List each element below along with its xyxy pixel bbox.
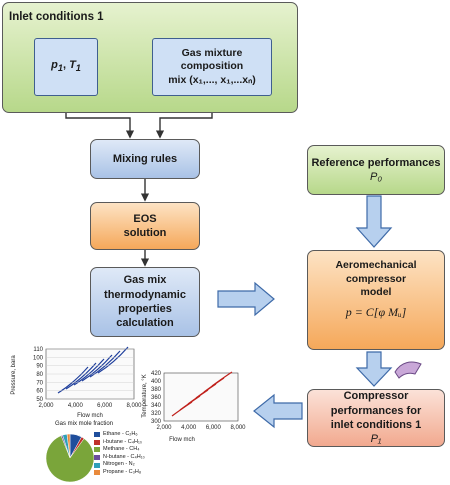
- temperature-ytick: 400: [151, 379, 162, 385]
- t-subscript: 1: [75, 63, 81, 74]
- eos-line-1: EOS: [133, 212, 157, 225]
- pressure-curve: [57, 366, 89, 394]
- pie-slice: [66, 433, 71, 459]
- legend-swatch: [94, 470, 100, 476]
- aero-line-2: model: [360, 286, 392, 299]
- legend-swatch: [94, 455, 100, 461]
- ref-sub: P₀: [370, 171, 382, 183]
- temperature-ylabel: Temperature, °K: [142, 374, 148, 417]
- pressure-ytick: 90: [36, 364, 43, 370]
- eos-line-2: solution: [123, 227, 167, 239]
- temperature-ytick: 320: [151, 411, 162, 417]
- gas-line-1: Gas mixture: [181, 47, 243, 60]
- block-arrow-comp-to-charts: [253, 393, 303, 429]
- pie-legend-item: N-butane - C₄H₁₀: [94, 454, 145, 462]
- temperature-xlabel: Flow mch: [169, 437, 195, 443]
- pie-legend-item: Propane - C₃H₈: [94, 469, 145, 477]
- temperature-ytick: 360: [151, 395, 162, 401]
- p-label: p: [51, 59, 58, 72]
- compressor-performances-box: Compressor performances for inlet condit…: [307, 389, 445, 447]
- pressure-ytick: 50: [36, 397, 43, 403]
- gas-mixture-box: Gas mixture composition mix (x₁,..., x₁,…: [152, 38, 272, 96]
- pressure-ytick: 80: [36, 372, 43, 378]
- pressure-curve: [73, 358, 105, 386]
- pressure-ylabel: Pressure, bara: [11, 355, 17, 395]
- temperature-ytick: 300: [151, 419, 162, 425]
- t-label: T: [69, 59, 76, 72]
- legend-label: Ethane - C₂H₆: [103, 431, 138, 437]
- eos-solution-box: EOS solution: [90, 202, 200, 250]
- aero-formula: p = C[φ Mᵤ]: [345, 304, 407, 319]
- inlet-conditions-title: Inlet conditions 1: [9, 11, 104, 23]
- props-line-2: thermodynamic: [104, 288, 186, 301]
- reference-performances-box: Reference performances P₀: [307, 145, 445, 195]
- ref-title: Reference performances: [311, 156, 441, 169]
- pressure-ytick: 110: [33, 347, 43, 353]
- pressure-xtick: 6,000: [97, 403, 113, 409]
- legend-swatch: [94, 447, 100, 453]
- legend-swatch: [94, 462, 100, 468]
- comp-line-1: Compressor performances for: [330, 390, 422, 417]
- gas-line-3: mix (x₁,..., x₁,...xₙ): [168, 73, 256, 86]
- temperature-xtick: 2,000: [156, 425, 172, 431]
- pressure-ytick: 100: [33, 355, 44, 361]
- gas-properties-box: Gas mix thermodynamic properties calcula…: [90, 267, 200, 337]
- pressure-xtick: 2,000: [38, 403, 54, 409]
- legend-label: Methane - CH₄: [103, 446, 140, 453]
- pressure-xtick: 8,000: [126, 403, 142, 409]
- pressure-curve: [81, 354, 113, 382]
- pie-legend-item: Methane - CH₄: [94, 446, 145, 454]
- mixing-rules-label: Mixing rules: [112, 152, 178, 165]
- block-arrow-props-to-aero: [217, 281, 275, 317]
- aero-line-1: Aeromechanical compressor: [335, 259, 417, 285]
- comp-line-2: inlet conditions 1: [330, 419, 422, 431]
- temperature-ytick: 340: [151, 403, 162, 409]
- p-subscript: 1: [57, 63, 63, 74]
- pie-legend-item: Ethane - C₂H₆: [94, 431, 145, 439]
- mixing-rules-box: Mixing rules: [90, 139, 200, 179]
- pie-legend-item: Nitrogen - N₂: [94, 461, 145, 469]
- impeller-icon: [394, 361, 422, 379]
- pie-slice: [45, 435, 95, 483]
- props-line-4: calculation: [116, 317, 174, 330]
- gas-line-2: composition: [180, 60, 244, 73]
- legend-label: Nitrogen - N₂: [103, 461, 135, 468]
- pressure-curve: [97, 346, 129, 374]
- legend-label: i-butane - C₄H₁₀: [103, 438, 143, 445]
- legend-swatch: [94, 439, 100, 445]
- block-arrow-ref-to-aero: [355, 195, 393, 248]
- legend-label: Propane - C₃H₈: [103, 468, 142, 475]
- pie-legend-item: i-butane - C₄H₁₀: [94, 439, 145, 447]
- temperature-xtick: 6,000: [206, 425, 222, 431]
- props-line-3: properties: [118, 303, 172, 315]
- temperature-xtick: 8,000: [230, 425, 246, 431]
- pressure-xtick: 4,000: [68, 403, 84, 409]
- block-arrow-aero-to-comp: [355, 351, 393, 387]
- pressure-xlabel: Flow mch: [77, 413, 103, 419]
- pressure-ytick: 70: [36, 380, 43, 386]
- comp-sub: P₁: [370, 433, 382, 446]
- aeromechanical-model-box: Aeromechanical compressor model p = C[φ …: [307, 250, 445, 350]
- p1-t1-box: p1, T1: [34, 38, 98, 96]
- legend-label: N-butane - C₄H₁₀: [103, 453, 145, 460]
- props-line-1: Gas mix: [123, 274, 167, 287]
- temperature-xtick: 4,000: [181, 425, 197, 431]
- temperature-ytick: 420: [151, 371, 162, 377]
- legend-swatch: [94, 432, 100, 438]
- temperature-ytick: 380: [151, 387, 162, 393]
- pressure-ytick: 60: [36, 389, 43, 395]
- temperature-curve: [211, 371, 233, 387]
- pie-title: Gas mix mole fraction: [55, 421, 114, 427]
